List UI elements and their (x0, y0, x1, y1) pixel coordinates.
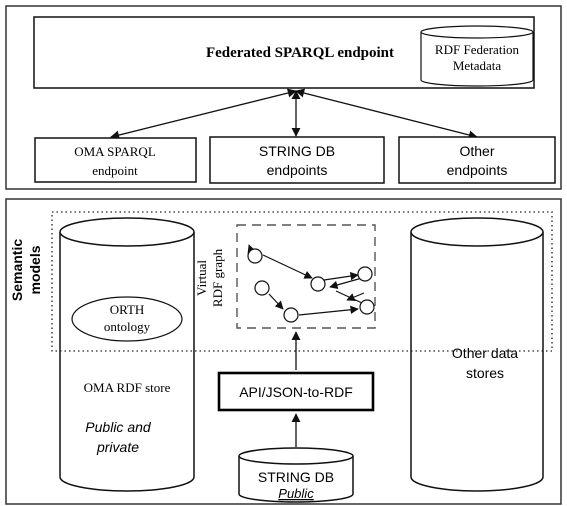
graph-node (247, 248, 263, 264)
graph-edge (298, 305, 359, 316)
arrow-to-oma-endpoint (110, 88, 297, 140)
other-data-stores[interactable]: Other data stores (410, 217, 544, 492)
graph-node (357, 266, 373, 282)
orth-label-1: ORTH (110, 302, 145, 317)
string-db-endpoints[interactable]: STRING DB endpoints (209, 136, 385, 184)
virtual-graph-label-1: Virtual (194, 260, 209, 296)
other-endpoints-label-2: endpoints (447, 162, 508, 178)
semantic-models-label-2: models (27, 245, 43, 294)
semantic-models-label: Semantic models (9, 239, 43, 301)
other-stores-label-2: stores (466, 365, 504, 381)
other-endpoints[interactable]: Other endpoints (398, 136, 556, 184)
string-endpoints-label-1: STRING DB (259, 143, 335, 159)
graph-edge (329, 277, 363, 289)
orth-label-2: ontology (104, 319, 151, 334)
oma-sparql-endpoint[interactable]: OMA SPARQL endpoint (34, 137, 197, 183)
string-db-store[interactable]: STRING DB Public (238, 447, 354, 503)
graph-edge (346, 292, 365, 302)
oma-access-label-2: private (96, 439, 139, 455)
string-endpoints-label-2: endpoints (267, 162, 328, 178)
arrow-to-other-endpoints (295, 88, 478, 140)
oma-endpoint-label-2: endpoint (92, 163, 138, 178)
virtual-rdf-graph[interactable]: Virtual RDF graph (194, 224, 376, 329)
rdf-federation-label-2: Metadata (453, 58, 502, 73)
orth-ontology[interactable]: ORTH ontology (71, 296, 183, 342)
other-stores-label-1: Other data (452, 345, 518, 361)
oma-rdf-store[interactable]: OMA RDF store Public and private (59, 217, 195, 492)
graph-nodes (247, 248, 375, 323)
graph-node (359, 299, 375, 315)
string-db-label: STRING DB (258, 469, 334, 485)
rdf-federation-metadata-store[interactable]: RDF Federation Metadata (420, 25, 534, 87)
graph-node (283, 307, 299, 323)
oma-store-label: OMA RDF store (84, 380, 171, 395)
other-endpoints-label-1: Other (459, 143, 494, 159)
graph-node (254, 280, 270, 296)
graph-edge (323, 271, 359, 281)
oma-endpoint-label-1: OMA SPARQL (74, 144, 156, 159)
graph-edge (335, 290, 363, 304)
api-box-label: API/JSON-to-RDF (239, 384, 353, 400)
federation-arrows (110, 88, 478, 140)
api-json-to-rdf[interactable]: API/JSON-to-RDF (217, 371, 375, 412)
graph-edge (268, 293, 284, 310)
virtual-graph-label-2: RDF graph (210, 248, 225, 307)
rdf-federation-label-1: RDF Federation (435, 42, 520, 57)
semantic-models-label-1: Semantic (9, 239, 25, 301)
federated-endpoint-label: Federated SPARQL endpoint (206, 45, 394, 61)
string-db-access-label: Public (278, 486, 314, 501)
graph-node (310, 276, 326, 292)
graph-edge (262, 254, 313, 279)
oma-access-label-1: Public and (85, 419, 152, 435)
